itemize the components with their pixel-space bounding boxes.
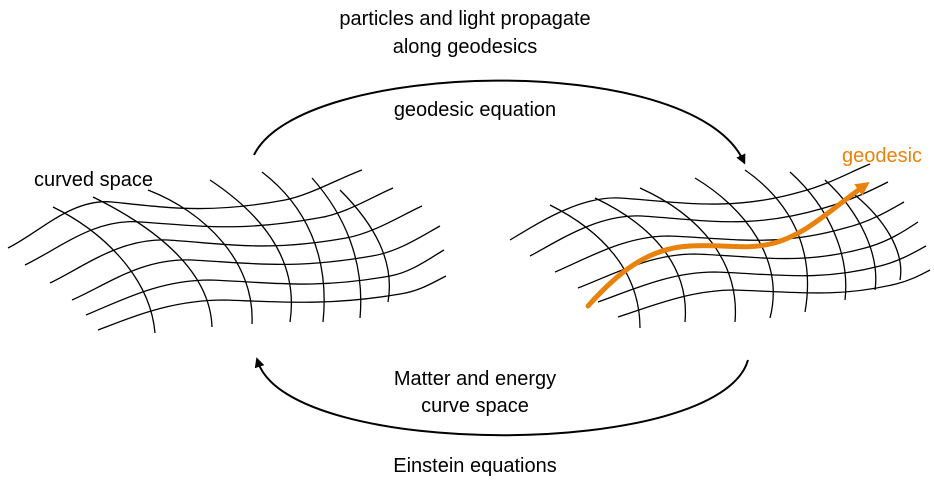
einstein-equations-label: Einstein equations <box>393 455 557 477</box>
left-mesh-line <box>49 205 423 284</box>
left-mesh <box>7 169 447 334</box>
geodesic-path <box>585 181 870 309</box>
top-caption-line1: particles and light propagate <box>339 8 591 30</box>
geodesic-label: geodesic <box>842 145 923 167</box>
right-mesh-line <box>529 181 889 257</box>
left-mesh-line <box>311 177 362 319</box>
left-mesh-line <box>52 206 156 334</box>
right-mesh-line <box>639 187 737 323</box>
right-mesh-line <box>854 194 902 281</box>
top-caption-line2: along geodesics <box>392 36 538 58</box>
geodesic-equation-label: geodesic equation <box>393 99 557 121</box>
right-mesh-line <box>789 171 847 301</box>
right-mesh-line <box>554 201 905 273</box>
left-mesh-line <box>209 179 292 323</box>
right-mesh-line <box>617 269 931 318</box>
right-mesh-line <box>549 204 641 329</box>
einstein-equations-arrow <box>254 357 749 437</box>
left-mesh-line <box>92 196 213 328</box>
left-mesh-line <box>71 225 441 301</box>
left-mesh-line <box>261 171 325 323</box>
right-mesh-line <box>509 163 871 241</box>
left-mesh-line <box>339 189 390 303</box>
right-mesh-line <box>694 177 774 319</box>
left-mesh-line <box>7 169 363 249</box>
right-mesh-line <box>597 245 927 303</box>
bottom-caption-line1: Matter and energy <box>393 368 557 390</box>
geodesic-equation-arrow <box>253 79 746 165</box>
left-mesh-line <box>85 249 445 316</box>
left-mesh-line <box>147 189 253 325</box>
left-mesh-line <box>24 187 394 266</box>
curved-space-label: curved space <box>34 169 153 191</box>
right-mesh-line <box>824 179 877 291</box>
left-mesh-line <box>97 275 447 331</box>
bottom-caption-line2: curve space <box>421 395 529 417</box>
